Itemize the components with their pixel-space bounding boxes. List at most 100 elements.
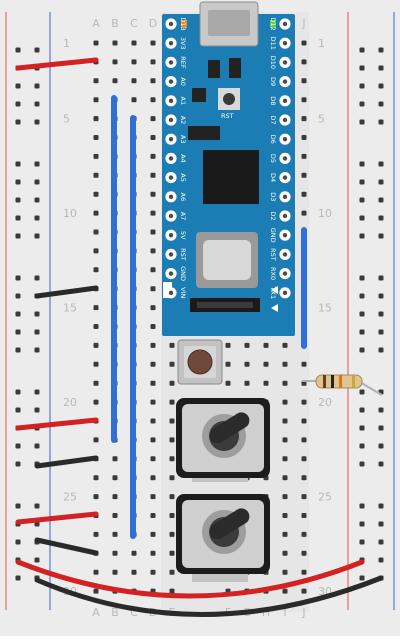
hole-r19-c3 <box>150 380 156 386</box>
rail-hole-3-4-0 <box>378 503 384 509</box>
nano-pin-label-a0: A0 <box>179 77 187 86</box>
hole-r1-c9 <box>301 40 307 46</box>
rail-hole-3-3-4 <box>378 461 384 467</box>
hole-r29-c8 <box>282 569 288 575</box>
nano-pin-label-d7: D7 <box>269 115 277 124</box>
rail-hole-0-4-0 <box>15 503 21 509</box>
nano-pin-hole-rst <box>282 252 288 257</box>
hole-r24-c9 <box>301 475 307 481</box>
rail-hole-1-3-3 <box>34 443 40 449</box>
rail-hole-2-1-3 <box>359 215 365 221</box>
hole-r21-c4 <box>169 418 175 424</box>
nano-pin-hole-d9 <box>282 79 288 84</box>
nano-pin-label-a4: A4 <box>179 154 187 163</box>
hole-r7-c3 <box>150 153 156 159</box>
hole-r20-c0 <box>93 399 99 405</box>
black-wire-3 <box>34 537 99 556</box>
hole-r19-c7 <box>263 380 269 386</box>
nano-pin-label-d8: D8 <box>269 96 277 105</box>
rail-hole-0-4-4 <box>15 575 21 581</box>
rail-hole-0-2-3 <box>15 329 21 335</box>
nano-pin-label-gnd: GND <box>269 228 277 243</box>
rst-button-cap[interactable] <box>223 93 235 105</box>
hole-r20-c3 <box>150 399 156 405</box>
nano-pin-label-3v3: 3V3 <box>179 37 187 50</box>
rail-hole-1-3-0 <box>34 389 40 395</box>
hole-r9-c0 <box>93 191 99 197</box>
row-number-right-25: 25 <box>318 491 332 504</box>
nano-pin-label-d11: D11 <box>269 37 277 50</box>
hole-r24-c4 <box>169 475 175 481</box>
hole-r15-c3 <box>150 305 156 311</box>
nano-pin-hole-d4 <box>282 175 288 180</box>
rail-hole-2-0-1 <box>359 65 365 71</box>
hole-r15-c0 <box>93 305 99 311</box>
rail-hole-3-0-1 <box>378 65 384 71</box>
rail-hole-3-1-4 <box>378 233 384 239</box>
hole-r29-c0 <box>93 569 99 575</box>
nano-pin-hole-d5 <box>282 156 288 161</box>
pushbutton[interactable] <box>177 339 223 385</box>
nano-pin-hole-a5 <box>168 175 174 180</box>
red-wire-2 <box>15 417 99 431</box>
row-number-right-20: 20 <box>318 396 332 409</box>
hole-r17-c3 <box>150 342 156 348</box>
rail-hole-3-2-4 <box>378 347 384 353</box>
hole-r23-c3 <box>150 456 156 462</box>
hole-r25-c9 <box>301 494 307 500</box>
hole-r24-c3 <box>150 475 156 481</box>
hole-r13-c3 <box>150 267 156 273</box>
nano-pin-hole-3v3 <box>168 41 174 46</box>
hole-r21-c9 <box>301 418 307 424</box>
nano-pin-label-a5: A5 <box>179 173 187 182</box>
rail-hole-0-3-3 <box>15 443 21 449</box>
nano-pin-hole-ref <box>168 60 174 65</box>
column-letter-bottom-B: B <box>111 606 119 619</box>
rail-hole-2-2-1 <box>359 293 365 299</box>
nano-pin-hole-d10 <box>282 60 288 65</box>
rail-hole-1-1-4 <box>34 233 40 239</box>
rail-hole-3-2-3 <box>378 329 384 335</box>
hole-r30-c9 <box>301 588 307 594</box>
rst-label: RST <box>221 112 234 120</box>
rail-hole-1-0-0 <box>34 47 40 53</box>
column-letter-bottom-C: C <box>130 606 138 619</box>
nano-pin-label-d2: D2 <box>269 211 277 220</box>
nano-pin-label-d10: D10 <box>269 56 277 69</box>
hole-r26-c1 <box>112 513 118 518</box>
mcu-chip <box>203 150 259 204</box>
rail-hole-0-2-1 <box>15 293 21 299</box>
rail-hole-3-2-0 <box>378 275 384 281</box>
hole-r23-c1 <box>112 456 118 462</box>
arrow-indicator-2 <box>271 304 278 312</box>
hole-r28-c3 <box>150 550 156 556</box>
pushbutton-cap[interactable] <box>187 349 213 375</box>
hole-r26-c9 <box>301 513 307 518</box>
nano-pin-hole-a2 <box>168 117 174 123</box>
hole-r18-c7 <box>263 361 269 367</box>
nano-pin-hole-a3 <box>168 137 174 142</box>
hole-r30-c0 <box>93 588 99 594</box>
row-number-right-15: 15 <box>318 302 332 315</box>
hole-r11-c3 <box>150 229 156 235</box>
potentiometer-2[interactable] <box>176 494 270 582</box>
nano-pin-label-a6: A6 <box>179 193 187 202</box>
hole-r3-c0 <box>93 78 99 84</box>
hole-r20-c4 <box>169 399 175 405</box>
rail-hole-1-3-1 <box>34 407 40 413</box>
hole-r2-c2 <box>131 59 137 65</box>
rail-hole-0-1-1 <box>15 179 21 185</box>
row-number-left-15: 15 <box>63 302 77 315</box>
nano-pin-hole-gnd <box>168 271 174 276</box>
row-number-right-10: 10 <box>318 207 332 220</box>
rail-hole-1-0-4 <box>34 119 40 125</box>
potentiometer-1[interactable] <box>176 398 270 482</box>
rail-hole-0-1-2 <box>15 197 21 203</box>
rail-hole-3-2-2 <box>378 311 384 317</box>
column-letter-bottom-I: I <box>283 606 286 619</box>
column-letter-bottom-J: J <box>301 606 305 619</box>
hole-r4-c2 <box>131 97 137 103</box>
